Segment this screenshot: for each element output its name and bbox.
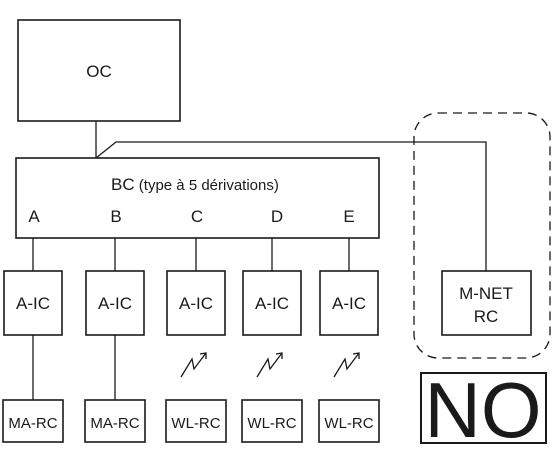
- wireless-arrowhead-icon: [199, 352, 207, 359]
- branch-label-a: A: [28, 207, 40, 226]
- outdoor-unit: OC: [17, 19, 181, 122]
- wireless-signal-icon: [333, 352, 360, 378]
- remote-controller-b: [84, 399, 146, 443]
- indoor-unit-d: [242, 270, 302, 336]
- bc-controller-name: BC: [111, 175, 135, 194]
- remote-controller-d: [241, 399, 303, 443]
- bc-controller: BC (type à 5 dérivations): [15, 157, 380, 239]
- branch-label-c: C: [191, 207, 203, 226]
- indoor-unit-label-e: A-IC: [332, 294, 366, 313]
- remote-controller-label-b: MA-RC: [90, 415, 139, 432]
- indoor-unit-e: [319, 270, 379, 336]
- indoor-unit-label-c: A-IC: [179, 294, 213, 313]
- mnet-wire: [95, 141, 487, 271]
- indoor-unit-label-b: A-IC: [98, 294, 132, 313]
- bc-controller-label: BC (type à 5 dérivations): [111, 175, 279, 194]
- remote-controller-e: [318, 399, 380, 443]
- branch-e: E A-IC WL-RC: [318, 207, 380, 443]
- branch-label-d: D: [271, 207, 283, 226]
- branch-a: A A-IC MA-RC: [2, 207, 64, 443]
- indoor-unit-c: [166, 270, 226, 336]
- mnet-remote: M-NET RC: [441, 270, 532, 336]
- verdict-box: NO: [420, 366, 547, 452]
- verdict-label: NO: [425, 366, 542, 452]
- branch-layer: A A-IC MA-RC B A-IC MA-RC C A-IC WL-RC D A-IC WL-RC…: [2, 207, 380, 443]
- remote-controller-label-e: WL-RC: [324, 415, 373, 432]
- remote-controller-label-d: WL-RC: [247, 415, 296, 432]
- remote-controller-label-c: WL-RC: [171, 415, 220, 432]
- mnet-remote-line1: M-NET: [459, 284, 513, 303]
- indoor-unit-label-d: A-IC: [255, 294, 289, 313]
- wireless-arrowhead-icon: [352, 352, 360, 359]
- indoor-unit-label-a: A-IC: [16, 294, 50, 313]
- remote-controller-a: [2, 399, 64, 443]
- branch-d: D A-IC WL-RC: [241, 207, 303, 443]
- branch-label-b: B: [110, 207, 121, 226]
- remote-controller-label-a: MA-RC: [8, 415, 57, 432]
- branch-label-e: E: [343, 207, 354, 226]
- branch-b: B A-IC MA-RC: [84, 207, 146, 443]
- outdoor-unit-label: OC: [86, 62, 112, 81]
- remote-controller-c: [165, 399, 227, 443]
- indoor-unit-b: [85, 270, 145, 336]
- branch-c: C A-IC WL-RC: [165, 207, 227, 443]
- wireless-signal-icon: [180, 352, 207, 378]
- mnet-remote-line2: RC: [474, 307, 499, 326]
- bc-controller-type: (type à 5 dérivations): [135, 177, 279, 194]
- wireless-arrowhead-icon: [275, 352, 283, 359]
- wireless-signal-icon: [256, 352, 283, 378]
- indoor-unit-a: [3, 270, 63, 336]
